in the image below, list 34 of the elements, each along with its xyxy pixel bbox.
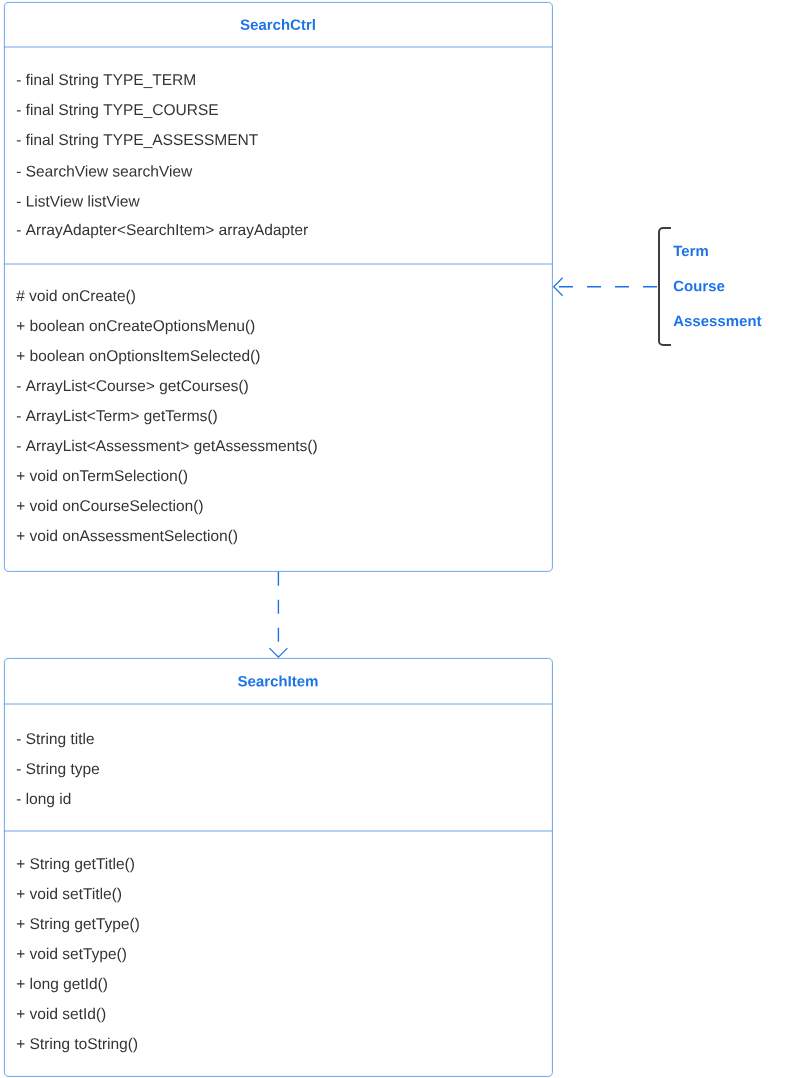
method-text: + void onTermSelection()	[16, 469, 188, 485]
type-label: Course	[673, 280, 725, 292]
method-text: + boolean onCreateOptionsMenu()	[16, 319, 255, 335]
attribute-text: - String type	[16, 762, 100, 778]
method-text: + String getType()	[16, 917, 139, 933]
method-text: + String toString()	[16, 1037, 138, 1053]
method-text: + boolean onOptionsItemSelected()	[16, 349, 260, 365]
method-text: + long getId()	[16, 977, 107, 993]
attribute-text: - String title	[16, 732, 94, 748]
attribute-text: - final String TYPE_ASSESSMENT	[16, 133, 258, 149]
method-text: + void onAssessmentSelection()	[16, 529, 238, 545]
class-name: SearchCtrl	[240, 19, 315, 30]
class-box	[3, 658, 553, 1077]
attribute-text: - final String TYPE_COURSE	[16, 103, 218, 119]
dependency-arrow	[268, 571, 288, 658]
attribute-text: - SearchView searchView	[16, 165, 193, 177]
method-text: + void setType()	[16, 947, 126, 963]
method-text: + String getTitle()	[16, 857, 134, 873]
method-text: + void setTitle()	[16, 887, 122, 903]
type-label: Assessment	[673, 315, 762, 327]
attribute-text: - ArrayAdapter<SearchItem> arrayAdapter	[16, 223, 308, 239]
method-text: + void setId()	[16, 1007, 106, 1023]
method-text: + void onCourseSelection()	[16, 499, 203, 515]
class-box	[3, 2, 553, 572]
class-name: SearchItem	[238, 675, 318, 687]
attribute-text: - ListView listView	[16, 195, 140, 207]
method-text: - ArrayList<Term> getTerms()	[16, 409, 217, 425]
type-label: Term	[673, 245, 708, 257]
method-text: - ArrayList<Course> getCourses()	[16, 379, 248, 395]
dependency-arrow	[552, 277, 658, 297]
method-text: - ArrayList<Assessment> getAssessments()	[16, 439, 317, 455]
method-text: # void onCreate()	[16, 289, 135, 305]
attribute-text: - long id	[16, 792, 71, 808]
attribute-text: - final String TYPE_TERM	[16, 73, 195, 89]
